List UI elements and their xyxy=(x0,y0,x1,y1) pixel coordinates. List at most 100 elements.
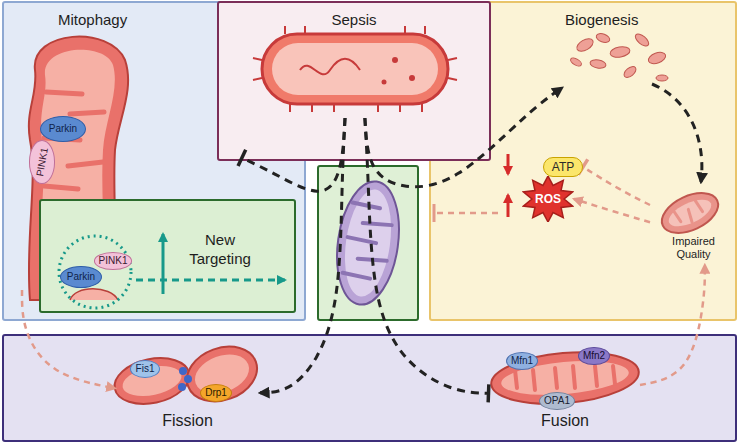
mitochondrion-drawing xyxy=(330,177,407,308)
inhibit-line xyxy=(433,204,436,222)
targeting-ground xyxy=(40,200,295,312)
connector-group xyxy=(22,88,705,402)
mitochondrion-drawing xyxy=(489,347,641,410)
targeting-ground xyxy=(136,279,285,282)
fragment-drawing xyxy=(575,36,596,54)
protein-oval: OPA1 xyxy=(539,392,575,410)
flow-arrow xyxy=(652,84,702,182)
panel-ground xyxy=(218,2,490,160)
bacterium-drawing xyxy=(382,80,387,85)
inhibition-bar xyxy=(486,384,490,402)
dashed-connector xyxy=(260,118,345,393)
inhibit-line xyxy=(434,204,498,222)
dashed-connector xyxy=(574,199,650,222)
panel-box: Sepsis xyxy=(218,2,490,160)
panel-ground xyxy=(3,2,736,441)
mitochondrion-drawing xyxy=(515,366,615,390)
fragment-drawing xyxy=(569,32,668,81)
protein-oval: Mfn2 xyxy=(578,347,610,365)
targeting-ground xyxy=(70,289,118,300)
mitochondrion-drawing xyxy=(179,367,187,375)
protein-oval: Mfn1 xyxy=(506,352,538,370)
bacterium-drawing xyxy=(392,57,398,63)
mitochondrion-drawing xyxy=(656,185,725,241)
level-arrow xyxy=(508,154,509,217)
node-text: New Targeting xyxy=(180,230,260,268)
fragment-drawing xyxy=(569,56,582,67)
node-text: ROS xyxy=(535,192,561,206)
mitochondrion-node: Impaired Quality xyxy=(650,190,737,265)
star-shape xyxy=(523,176,572,222)
process-node: Fission Fis1Drp1 xyxy=(115,343,260,432)
fragment-drawing xyxy=(589,59,606,70)
node-text: ATP xyxy=(552,160,574,174)
node-text: Mfn2 xyxy=(583,350,605,362)
protein-oval: PINK1 xyxy=(94,252,133,270)
fragment-drawing xyxy=(647,50,667,66)
inhibit-line xyxy=(436,212,498,215)
protein-oval: Parkin xyxy=(40,116,86,142)
node-text: Biogenesis xyxy=(565,11,638,29)
fragment-drawing xyxy=(633,32,650,48)
dashed-connector xyxy=(242,118,345,191)
panel-box: MitophagyParkinPINK1New TargetingParkinP… xyxy=(3,2,305,320)
protein-oval: Parkin xyxy=(60,266,102,288)
mitochondrion-drawing xyxy=(342,202,394,280)
inhibition-bar xyxy=(238,150,246,166)
protein-oval: PINK1 xyxy=(29,140,56,184)
mitochondrion-drawing xyxy=(656,185,725,241)
node-text: Mitophagy xyxy=(58,11,127,29)
panel-box: BiogenesisATP ROS Impaired Quality xyxy=(430,2,737,320)
node-text: Fusion xyxy=(541,411,589,430)
mitochondrion-drawing xyxy=(665,194,715,232)
node-text: PINK1 xyxy=(34,147,51,178)
targeting-ground xyxy=(59,236,131,308)
star-burst: ROS xyxy=(522,176,574,222)
fragment-drawing xyxy=(656,75,668,81)
dashed-connector xyxy=(640,265,705,385)
level-arrow xyxy=(507,154,510,174)
fragment-drawing xyxy=(609,45,630,58)
process-box: New TargetingParkin PINK1 xyxy=(40,200,295,312)
mitochondrion-drawing xyxy=(184,375,192,383)
dashed-connector xyxy=(365,118,489,393)
process-node: Fusion Mfn1 Mfn2OPA1 xyxy=(490,340,640,432)
node-text: Fission xyxy=(162,411,213,430)
mitochondrion-drawing xyxy=(330,177,407,308)
dashed-connector xyxy=(365,88,562,187)
fragment-drawing xyxy=(622,64,638,79)
dashed-connector xyxy=(583,167,650,205)
node-text: Sepsis xyxy=(218,11,490,29)
node-text: Drp1 xyxy=(205,387,227,399)
dashed-connector xyxy=(22,290,115,388)
mitochondrion-drawing xyxy=(178,383,186,391)
mitochondrion-drawing xyxy=(489,347,641,410)
node-text: Mfn1 xyxy=(511,355,533,367)
protein-oval: Fis1 xyxy=(130,360,160,378)
bacterium-drawing xyxy=(253,26,457,112)
node-text: Impaired Quality xyxy=(665,235,723,261)
bacterium-drawing xyxy=(253,26,457,112)
mitochondrion-drawing xyxy=(179,337,264,410)
node-text: Fis1 xyxy=(136,363,155,375)
mitochondrion-drawing xyxy=(674,200,705,227)
targeting-ground xyxy=(162,234,165,294)
node-text: PINK1 xyxy=(99,255,128,267)
node-text: Parkin xyxy=(67,271,95,283)
node-text: Parkin xyxy=(49,123,77,135)
bacterium-drawing xyxy=(300,59,360,75)
bacterium-drawing xyxy=(262,34,448,104)
targeting-ground xyxy=(40,200,295,312)
level-arrow xyxy=(507,195,510,217)
fragment-drawing xyxy=(595,32,611,44)
bacterium-drawing xyxy=(272,43,438,95)
node-text: OPA1 xyxy=(544,395,570,407)
level-pill: ATP xyxy=(543,157,583,177)
protein-oval: Drp1 xyxy=(200,384,232,402)
bacterium-drawing xyxy=(409,75,415,81)
mitochondrion-drawing xyxy=(110,352,193,411)
panel-ground xyxy=(3,335,736,441)
